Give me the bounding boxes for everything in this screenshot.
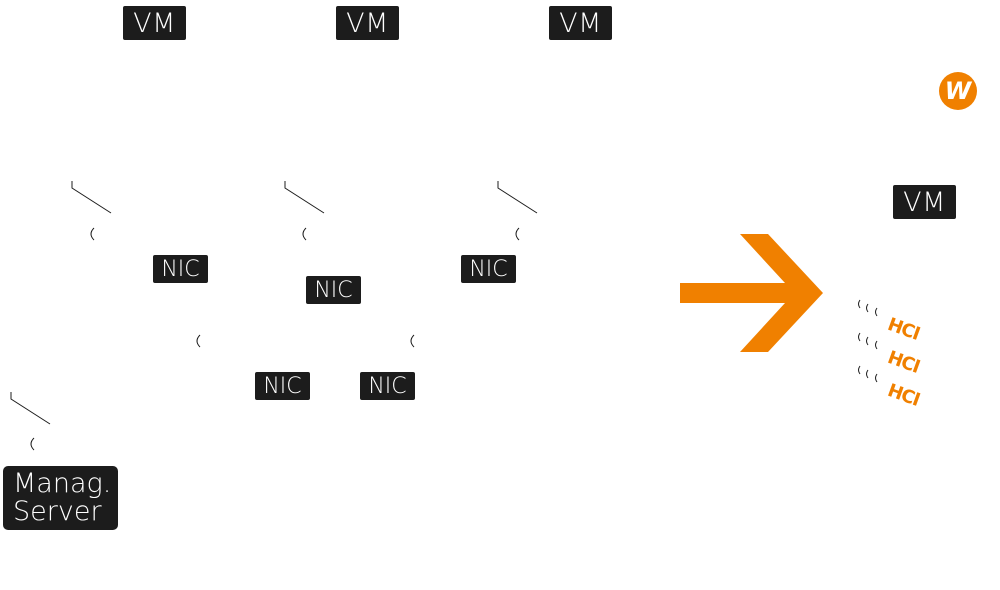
nic-label: NIC [306, 276, 361, 304]
port-mark [410, 334, 415, 348]
vm-label-after: VM [893, 185, 956, 219]
brand-logo-icon: W [939, 72, 977, 110]
manager-link [10, 392, 51, 425]
management-server-line2: Server [13, 496, 102, 527]
vm-label: VM [549, 6, 612, 40]
port-mark [302, 227, 307, 241]
nic-label: NIC [360, 372, 415, 400]
port-mark [90, 227, 95, 241]
vm-label: VM [123, 6, 186, 40]
port-mark [30, 437, 35, 451]
server-1-link [71, 181, 112, 214]
port-mark [515, 227, 520, 241]
hci-node-marks [858, 299, 878, 383]
server-connectors [10, 181, 538, 425]
nic-label: NIC [153, 255, 208, 283]
management-server-line1: Manag. [13, 468, 112, 499]
server-3-link [497, 181, 538, 214]
nic-label: NIC [461, 255, 516, 283]
arrow-right-icon [680, 234, 823, 352]
port-marks [30, 227, 520, 451]
vm-label: VM [336, 6, 399, 40]
server-2-link [284, 181, 325, 214]
port-mark [196, 334, 201, 348]
nic-label: NIC [255, 372, 310, 400]
management-server-label: Manag. Server [3, 466, 118, 530]
